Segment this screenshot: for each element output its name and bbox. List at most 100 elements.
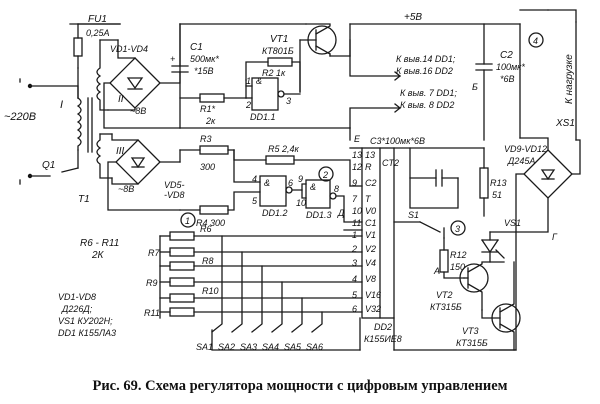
mains-label: ~220В	[4, 111, 36, 123]
counter-pin-name: R	[365, 162, 372, 172]
counter-pin-number: 13	[352, 150, 362, 160]
bridge-vd5-vd8	[107, 133, 181, 211]
s1-label: S1	[408, 210, 419, 220]
primary-label: I	[60, 99, 63, 111]
capacitor-c1: +	[170, 23, 189, 129]
to-pin7	[349, 107, 401, 129]
c2-voltage: *6В	[500, 74, 515, 84]
r7-label: R7	[148, 248, 160, 258]
counter-pin-number: 9	[352, 178, 357, 188]
bridge1-label: VD1-VD4	[110, 44, 148, 54]
counter-pin-number: 12	[352, 162, 362, 172]
c2-value: 100мк*	[496, 62, 525, 72]
gate2-amp: &	[264, 178, 270, 188]
transistor-vt2	[459, 261, 505, 311]
counter-pin-name: C1	[365, 218, 377, 228]
gate3-pin8: 8	[334, 184, 339, 194]
secondary-winding-3	[96, 133, 113, 179]
counter-pin-name: V1	[365, 230, 376, 240]
r12-value: 150	[450, 262, 465, 272]
vt3-type: КТ315Б	[456, 338, 488, 348]
pin16-label: К выв.16 DD2	[396, 66, 453, 76]
counter-pin-name: T	[365, 194, 372, 204]
gate2-pin6: 6	[288, 178, 293, 188]
vt1-label: VT1	[270, 34, 288, 45]
to-pin14	[349, 39, 401, 77]
counter-pin-name: V2	[365, 244, 376, 254]
secondary-winding-2	[96, 39, 119, 111]
sa2-label: SA2	[218, 342, 235, 352]
resistor-r4	[179, 191, 261, 215]
gate3-pin9: 9	[298, 174, 303, 184]
figure-caption: Рис. 69. Схема регулятора мощности с циф…	[92, 378, 508, 394]
bridge2-label: VD5-	[164, 180, 185, 190]
dd2-label: DD2	[374, 322, 392, 332]
r6-label: R6	[200, 224, 212, 234]
counter-pin-number: 11	[352, 218, 361, 228]
counter-pin-name: V8	[365, 274, 376, 284]
arrow-pin7	[394, 103, 402, 113]
capacitor-c3	[393, 147, 485, 209]
counter-pin-number: 5	[352, 290, 358, 300]
node-b: Б	[472, 82, 478, 92]
sa4-label: SA4	[262, 342, 279, 352]
pin7-label: К выв. 7 DD1;	[400, 88, 457, 98]
r8-label: R8	[202, 256, 214, 266]
counter-dd2	[361, 147, 395, 319]
r1-label: R1*	[200, 104, 216, 114]
sa6-label: SA6	[306, 342, 323, 352]
r10-label: R10	[202, 286, 219, 296]
r6-r11-value: 2К	[91, 250, 105, 261]
vt1-type: КТ801Б	[262, 46, 294, 56]
fuse-value: 0,25А	[86, 28, 110, 38]
resistor-r3	[179, 145, 235, 155]
counter-pin-number: 4	[352, 274, 357, 284]
c2-label: C2	[500, 50, 513, 61]
ct2-label: CT2	[382, 158, 399, 168]
gate1-pin3: 3	[286, 96, 291, 106]
load-label: К нагрузке	[564, 54, 575, 104]
test-point-1	[180, 212, 196, 228]
dd13-label: DD1.3	[306, 210, 332, 220]
r5-label: R5 2,4к	[268, 144, 300, 154]
svg-text:+: +	[170, 54, 175, 64]
resistor-r13	[479, 147, 489, 217]
resistor-ladder	[159, 231, 363, 319]
gate1-pin1: 1	[246, 76, 251, 86]
counter-pin-name: C2	[365, 178, 377, 188]
transformer-label: T1	[78, 194, 90, 205]
transformer-core	[87, 97, 93, 153]
c1-label: C1	[190, 42, 203, 53]
plus5-label: +5В	[404, 12, 422, 23]
vt2-type: КТ315Б	[430, 302, 462, 312]
counter-pin-number: 6	[352, 304, 357, 314]
test-point-4	[528, 32, 544, 48]
counter-pin-name: V16	[365, 290, 381, 300]
switch-s1	[393, 221, 445, 239]
gate3-amp: &	[310, 182, 316, 192]
gate-dd1-3	[305, 179, 363, 223]
r9-label: R9	[146, 278, 158, 288]
c1-value: 500мк*	[190, 54, 219, 64]
counter-pin-name: V4	[365, 258, 376, 268]
test-point-1-num: 1	[185, 216, 190, 226]
counter-pin-number: 2	[351, 244, 357, 254]
transistor-vt1	[299, 23, 351, 93]
c1-voltage: *15В	[194, 66, 214, 76]
test-point-4-num: 4	[533, 36, 538, 46]
vs1-label: VS1	[504, 218, 521, 228]
node-e: Е	[354, 134, 361, 144]
counter-pin-number: 1	[352, 230, 357, 240]
r12-label: R12	[450, 250, 467, 260]
r3-value: 300	[200, 162, 215, 172]
test-point-3	[450, 220, 466, 236]
xs1-label: XS1	[555, 118, 575, 129]
gate2-pin5: 5	[252, 196, 258, 206]
gate3-pin10: 10	[296, 198, 306, 208]
resistor-r12	[439, 237, 465, 279]
gate-dd1-2	[259, 175, 307, 207]
switch-array	[211, 235, 361, 351]
load-socket	[519, 9, 577, 23]
parts-note-4: DD1 К155ЛА3	[58, 328, 116, 338]
counter-pin-name: V0	[365, 206, 376, 216]
